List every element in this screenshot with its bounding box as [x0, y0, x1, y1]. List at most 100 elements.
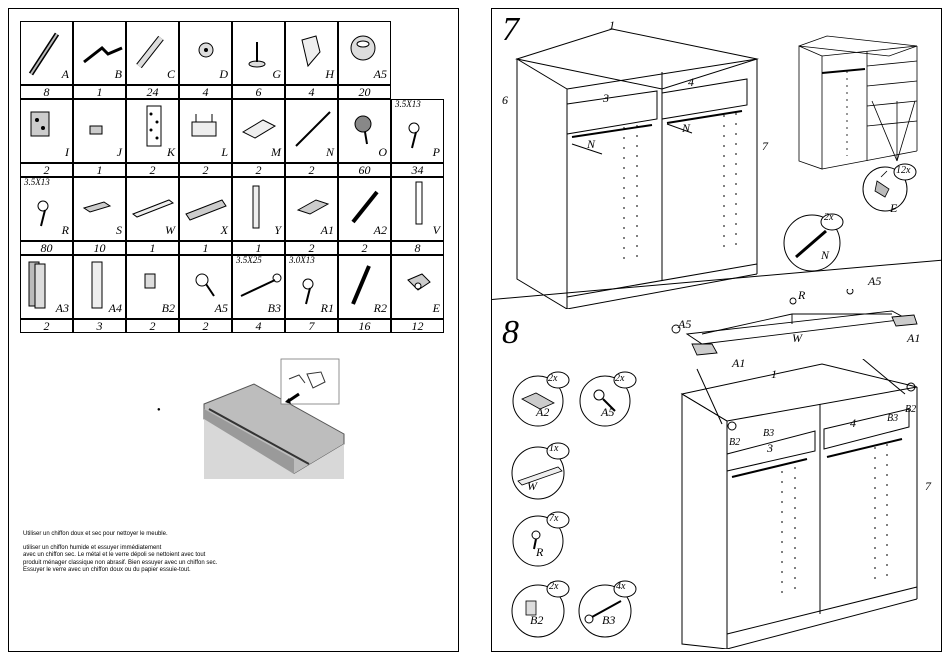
- quantity-cell: 8: [391, 241, 444, 255]
- quantity-cell: 2: [126, 163, 179, 177]
- roller-icon: [407, 273, 431, 291]
- screw-icon: [302, 278, 314, 305]
- part-code: J: [116, 145, 122, 159]
- step8-label-a5-left: A5: [678, 317, 692, 331]
- furniture-glide-icon: [248, 42, 266, 68]
- part-cell: A2: [338, 177, 391, 241]
- part-code: I: [65, 145, 69, 159]
- quantity-cell: 12: [391, 319, 444, 333]
- callout-w-circle: [511, 442, 570, 500]
- care-line-2: utiliser un chiffon humide et essuyer im…: [23, 544, 218, 574]
- callout-a2-count: 2x: [548, 373, 558, 384]
- step-7-mini-cabinet-illustration: [798, 35, 918, 170]
- angle-bracket-icon: [241, 119, 277, 139]
- callout-r-count: 7x: [549, 513, 559, 524]
- part-spec: 3.5X25: [236, 255, 262, 265]
- part-cell: A: [20, 21, 73, 85]
- perforated-plate-icon: [146, 105, 162, 147]
- quantity-cell: 2: [232, 163, 285, 177]
- callout-b2-label: B2: [530, 613, 544, 627]
- quantity-cell: 80: [20, 241, 73, 255]
- quantity-cell: 4: [179, 85, 232, 99]
- callout-a2-circle: [512, 371, 570, 427]
- step8-label-a1-right: A1: [907, 331, 921, 345]
- part-code: O: [378, 145, 387, 159]
- step7-label-3: 3: [603, 91, 609, 105]
- part-cell: L: [179, 99, 232, 163]
- part-spec: 3.0X13: [289, 255, 315, 265]
- part-code: Y: [274, 223, 281, 237]
- part-code: A5: [214, 301, 228, 315]
- part-cell: A5: [338, 21, 391, 85]
- part-code: B2: [161, 301, 175, 315]
- panel-stack-icon: [28, 261, 46, 309]
- quantity-cell: 7: [285, 319, 338, 333]
- callout-b3-label: B3: [602, 613, 616, 627]
- quantity-cell: 2: [285, 241, 338, 255]
- part-code: R: [61, 223, 69, 237]
- step7-callout-n-label: N: [821, 248, 830, 262]
- step8-label-w: W: [792, 331, 802, 345]
- step8-cab-label-b3-right: B3: [887, 413, 899, 424]
- part-code: A5: [373, 67, 387, 81]
- part-cell: Y: [232, 177, 285, 241]
- rail-assembly-illustration: [203, 358, 345, 479]
- cam-lock-icon: [350, 35, 376, 61]
- rail-icon: [131, 199, 175, 218]
- channel-icon: [91, 261, 103, 309]
- part-code: H: [325, 67, 334, 81]
- part-cell: X: [179, 177, 232, 241]
- part-cell: A3: [20, 255, 73, 319]
- small-plate-icon: [82, 201, 112, 213]
- quantity-cell: 6: [232, 85, 285, 99]
- callout-a5-label: A5: [601, 405, 615, 419]
- part-cell: S: [73, 177, 126, 241]
- part-code: V: [432, 223, 440, 237]
- hex-key-icon: [83, 46, 123, 64]
- part-code: A1: [320, 223, 334, 237]
- callout-b3-circle: [578, 580, 637, 638]
- quantity-cell: 60: [338, 163, 391, 177]
- quantity-cell: 2: [179, 319, 232, 333]
- tiny-mark: ●: [157, 407, 161, 413]
- mounting-bracket-icon: [191, 114, 217, 137]
- part-code: S: [116, 223, 122, 237]
- quantity-cell: 24: [126, 85, 179, 99]
- step8-cab-label-7: 7: [925, 479, 931, 493]
- quantity-cell: 2: [285, 163, 338, 177]
- quantity-cell: 1: [73, 163, 126, 177]
- shelf-bracket-icon: [301, 35, 321, 68]
- callout-r-circle: [512, 511, 570, 567]
- part-cell: A5: [179, 255, 232, 319]
- callout-w-count: 1x: [549, 443, 559, 454]
- care-line-1: Utiliser un chiffon doux et sec pour net…: [23, 531, 168, 537]
- quantity-cell: 16: [338, 319, 391, 333]
- hinge-plate-icon: [30, 111, 50, 137]
- step7-label-7: 7: [762, 139, 768, 153]
- washer-screw-icon: [195, 273, 215, 297]
- track-icon: [185, 199, 227, 221]
- part-code: X: [220, 223, 228, 237]
- assembly-steps-page: 7 1 4 3 6 7 N N: [491, 8, 942, 652]
- long-screw-icon: [240, 273, 282, 297]
- clip-icon: [89, 125, 103, 135]
- stopper-icon: [144, 273, 156, 289]
- step7-callout-e-circle: [862, 163, 917, 212]
- strip-icon: [415, 181, 423, 225]
- step7-label-n-right: N: [682, 121, 691, 135]
- part-cell: C: [126, 21, 179, 85]
- callout-a2-label: A2: [536, 405, 550, 419]
- part-cell: G: [232, 21, 285, 85]
- part-cell: M: [232, 99, 285, 163]
- part-code: A3: [55, 301, 69, 315]
- guide-block-icon: [296, 199, 330, 215]
- step7-callout-e-count: 12x: [896, 165, 911, 176]
- quantity-cell: 4: [285, 85, 338, 99]
- part-code: E: [432, 301, 440, 315]
- part-cell: O: [338, 99, 391, 163]
- step8-label-a1-left: A1: [732, 356, 746, 370]
- care-instructions: Utiliser un chiffon doux et sec pour net…: [23, 531, 263, 581]
- step-8-top-rail-illustration: [671, 289, 918, 356]
